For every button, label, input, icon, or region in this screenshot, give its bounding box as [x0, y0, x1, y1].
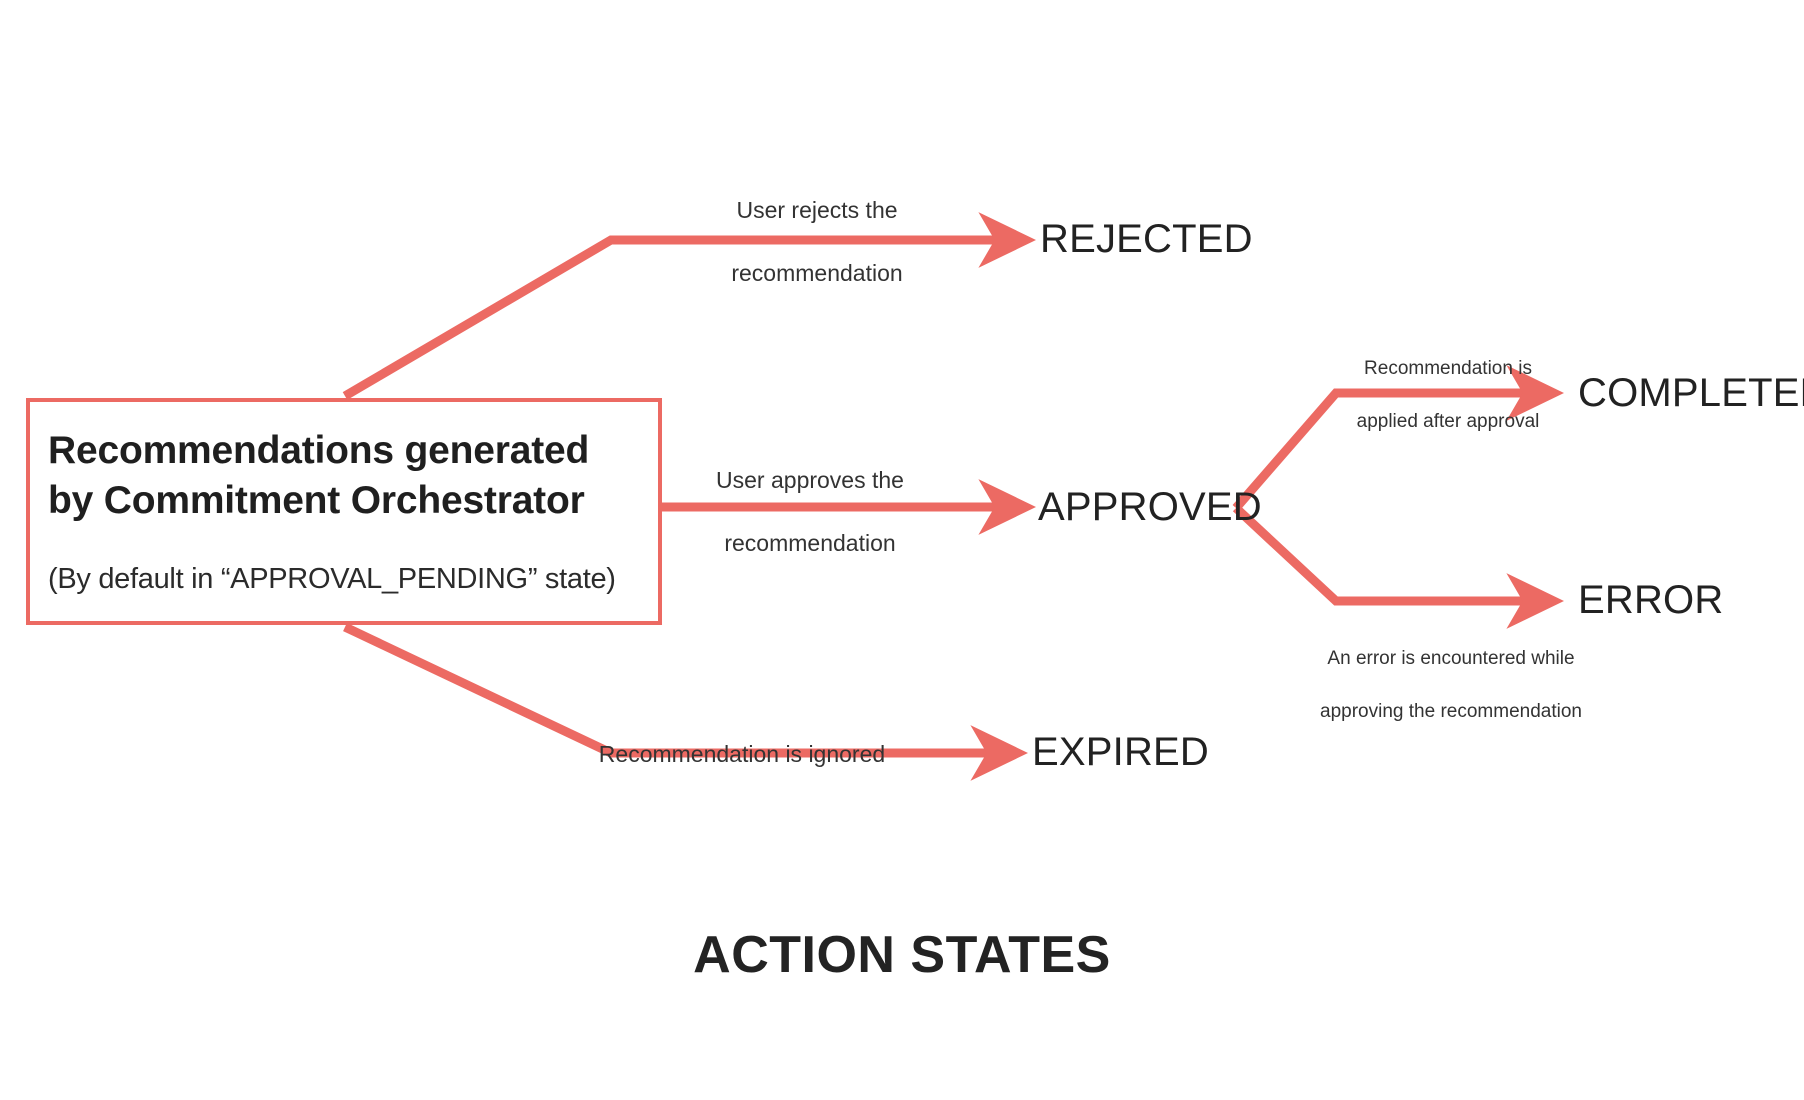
arrow-to-error — [1232, 504, 1565, 629]
source-box-title-line1: Recommendations generated — [48, 429, 590, 473]
source-box-subtitle: (By default in “APPROVAL_PENDING” state) — [48, 563, 616, 595]
edge-label-to-approved-line1: User approves the — [716, 466, 904, 493]
diagram-title: ACTION STATES — [693, 926, 1111, 984]
source-box-title-line2: by Commitment Orchestrator — [48, 479, 585, 523]
edge-label-to-completed-line1: Recommendation is — [1364, 358, 1532, 380]
edge-label-to-completed-line2: applied after approval — [1356, 410, 1540, 432]
edge-label-to-expired: Recommendation is ignored — [462, 707, 1022, 802]
edge-label-to-error-line1: An error is encountered while — [1327, 648, 1575, 670]
state-label-approved: APPROVED — [1038, 485, 1262, 529]
edge-label-to-rejected-line1: User rejects the — [736, 196, 898, 223]
state-label-rejected: REJECTED — [1040, 217, 1253, 261]
edge-label-to-rejected: User rejects the recommendation — [611, 163, 1023, 322]
edge-label-to-rejected-line2: recommendation — [731, 260, 903, 287]
edge-label-to-completed: Recommendation is applied after approval — [1288, 330, 1608, 461]
source-box-title: Recommendations generated by Commitment … — [48, 426, 642, 526]
edge-label-to-error-line2: approving the recommendation — [1320, 700, 1582, 722]
edge-label-to-error: An error is encountered while approving … — [1286, 620, 1616, 751]
state-label-expired: EXPIRED — [1032, 730, 1210, 774]
recommendations-source-box: Recommendations generated by Commitment … — [26, 398, 662, 625]
edge-label-to-approved-line2: recommendation — [724, 530, 896, 557]
edge-label-to-approved: User approves the recommendation — [604, 433, 1016, 592]
state-label-error: ERROR — [1578, 578, 1724, 622]
state-label-completed: COMPLETED — [1578, 371, 1804, 415]
edge-label-to-expired-line1: Recommendation is ignored — [598, 740, 886, 767]
